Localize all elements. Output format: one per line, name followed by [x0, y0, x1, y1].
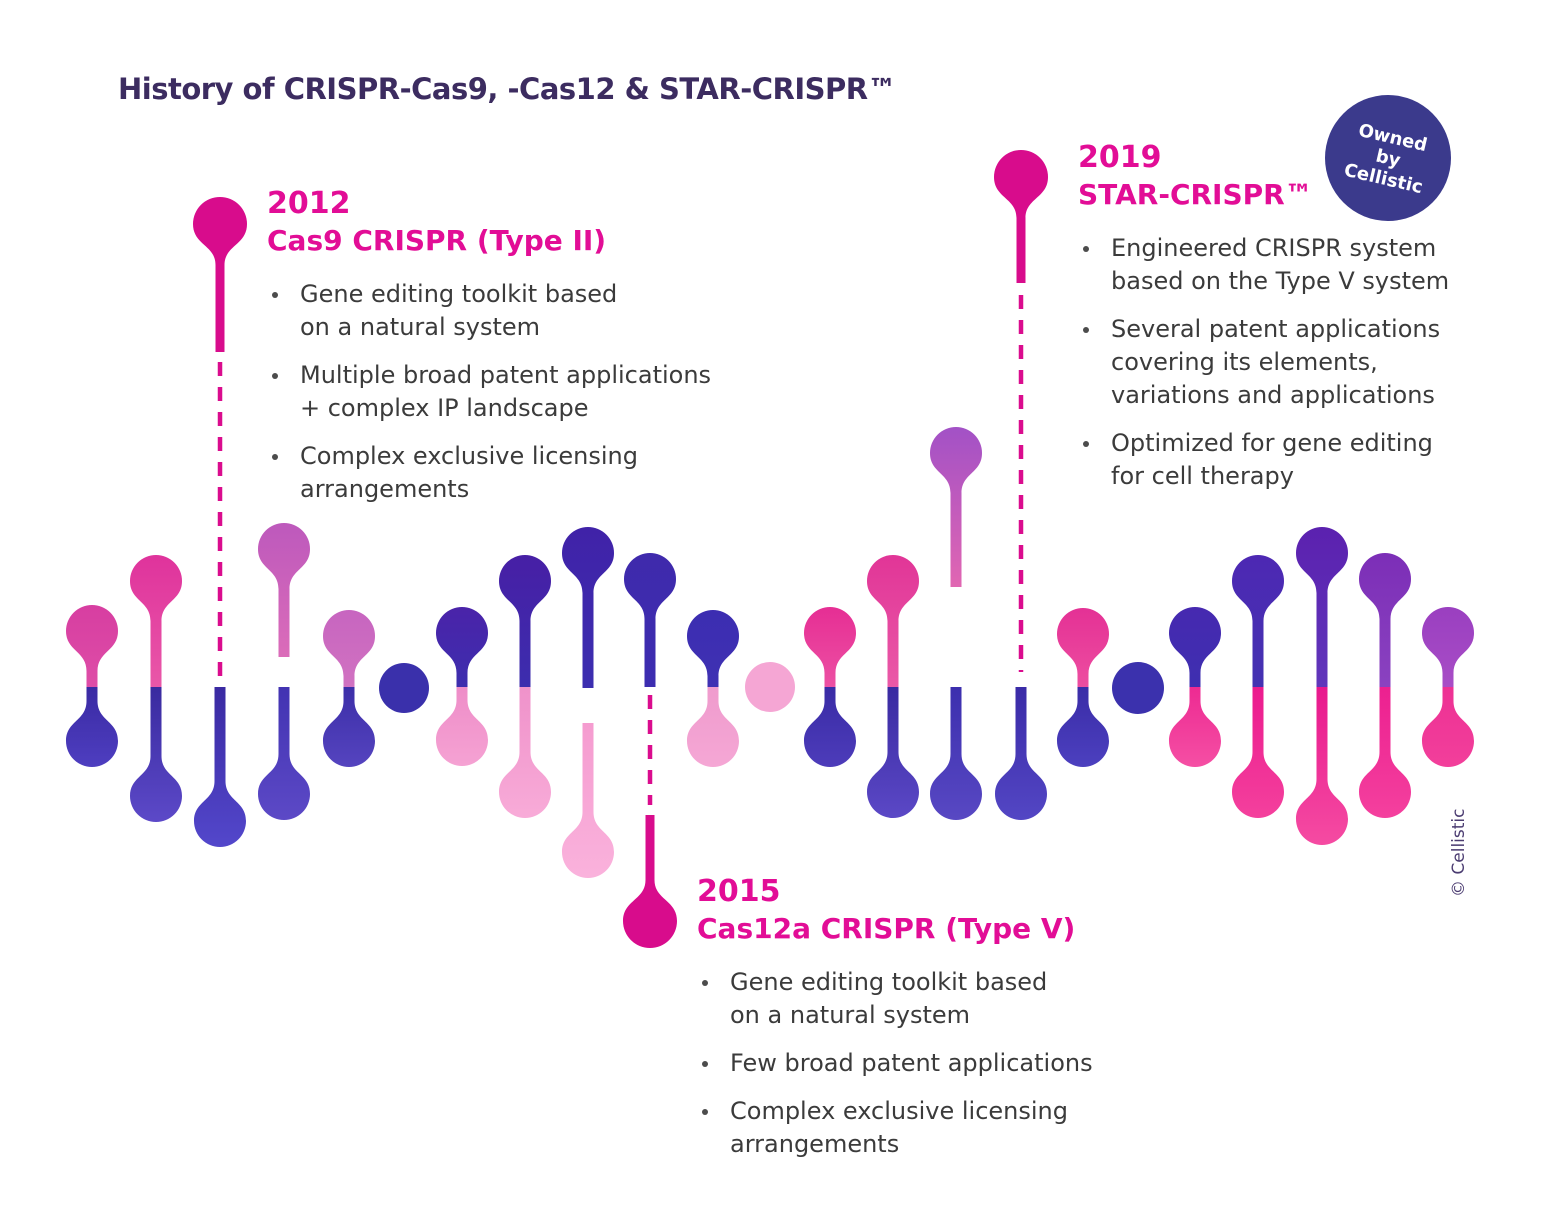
dna-top-x1385 [1359, 553, 1411, 687]
bullet-item: Optimized for gene editing for cell ther… [1078, 427, 1449, 493]
bullet-dot-icon [702, 980, 708, 986]
dna-bottom-x713 [687, 687, 739, 767]
dna-bottom-x1385 [1359, 687, 1411, 818]
bullet-line: Gene editing toolkit based [300, 280, 618, 308]
milestone-bullets: Gene editing toolkit based on a natural … [267, 278, 711, 506]
dna-top-x713 [687, 610, 739, 687]
bullet-line: Engineered CRISPR system [1111, 234, 1437, 262]
dna-bottom-x893 [867, 687, 919, 818]
milestone-year: 2015 [697, 874, 781, 909]
milestone-heading: Cas9 CRISPR (Type II) [267, 224, 607, 257]
page-title: History of CRISPR-Cas9, -Cas12 & STAR-CR… [118, 72, 897, 106]
dna-bottom-x1448 [1422, 687, 1474, 767]
dna-top-x650 [624, 553, 676, 687]
milestone-pin-x220 [193, 197, 247, 352]
copyright-text: © Cellistic [1449, 808, 1469, 898]
dna-dot-x770 [745, 662, 795, 712]
bullet-line: based on the Type V system [1111, 267, 1450, 295]
milestone-heading: Cas12a CRISPR (Type V) [697, 912, 1076, 945]
dna-top-x1448 [1422, 607, 1474, 687]
bullet-line: Gene editing toolkit based [730, 968, 1048, 996]
bullet-dot-icon [1083, 246, 1089, 252]
bullet-line: arrangements [300, 475, 470, 503]
bullet-line: + complex IP landscape [300, 394, 589, 422]
bullet-line: for cell therapy [1111, 462, 1294, 490]
dna-top-x1258 [1232, 555, 1284, 687]
dna-bottom-x156 [130, 687, 182, 822]
dna-bottom-x349 [323, 687, 375, 767]
milestone-2012: 2012 Cas9 CRISPR (Type II) Gene editing … [267, 186, 711, 521]
dna-top-x156 [130, 555, 182, 687]
dna-bottom-x462 [436, 687, 488, 766]
dna-top-x525 [499, 555, 551, 687]
bullet-line: Complex exclusive licensing [300, 442, 638, 470]
dna-bottom-x1083 [1057, 687, 1109, 767]
dna-top-x284 [258, 523, 310, 657]
milestone-pin-x1021 [994, 150, 1048, 283]
bullet-item: Gene editing toolkit based on a natural … [267, 278, 711, 344]
bullet-item: Complex exclusive licensing arrangements [267, 440, 711, 506]
dna-top-x956 [930, 427, 982, 587]
bullet-dot-icon [1083, 441, 1089, 447]
dna-bottom-x830 [804, 687, 856, 767]
bullet-dot-icon [272, 373, 278, 379]
dna-bottom-x220 [194, 687, 246, 847]
bullet-item: Gene editing toolkit based on a natural … [697, 966, 1093, 1032]
milestone-2019: 2019 STAR-CRISPR™ Engineered CRISPR syst… [1078, 140, 1449, 508]
bullet-dot-icon [702, 1109, 708, 1115]
bullet-item: Complex exclusive licensing arrangements [697, 1095, 1093, 1161]
dna-top-x1083 [1057, 608, 1109, 687]
milestone-heading: STAR-CRISPR™ [1078, 178, 1313, 211]
badge-text: Owned by Cellistic [1342, 118, 1434, 197]
bullet-line: Complex exclusive licensing [730, 1097, 1068, 1125]
dna-top-x893 [867, 555, 919, 687]
bullet-line: variations and applications [1111, 381, 1435, 409]
bullet-line: Several patent applications [1111, 315, 1441, 343]
milestone-year: 2019 [1078, 140, 1162, 175]
bullet-line: covering its elements, [1111, 348, 1378, 376]
dna-top-x1322 [1296, 527, 1348, 687]
bullet-dot-icon [1083, 327, 1089, 333]
dna-bottom-x92 [66, 687, 118, 767]
dna-bottom-x956 [930, 687, 982, 820]
milestone-bullets: Engineered CRISPR system based on the Ty… [1078, 232, 1449, 493]
bullet-line: arrangements [730, 1130, 900, 1158]
bullet-line: Optimized for gene editing [1111, 429, 1433, 457]
dna-bottom-x588 [562, 723, 614, 878]
dna-bottom-x1258 [1232, 687, 1284, 818]
dna-top-x462 [436, 607, 488, 687]
dna-top-x349 [323, 610, 375, 687]
dna-top-x830 [804, 607, 856, 687]
bullet-line: on a natural system [300, 313, 541, 341]
bullet-line: Multiple broad patent applications [300, 361, 712, 389]
milestone-pin-x650 [623, 815, 677, 948]
bullet-item: Engineered CRISPR system based on the Ty… [1078, 232, 1449, 298]
bullet-line: Few broad patent applications [730, 1049, 1093, 1077]
dna-bottom-x525 [499, 687, 551, 818]
dna-bottom-x1195 [1169, 687, 1221, 767]
bullet-dot-icon [272, 292, 278, 298]
dna-top-x588 [562, 527, 614, 688]
bullet-item: Multiple broad patent applications + com… [267, 359, 711, 425]
dna-top-x1195 [1169, 607, 1221, 687]
dna-dot-x1138 [1112, 662, 1164, 714]
milestone-year: 2012 [267, 186, 351, 221]
bullet-item: Few broad patent applications [697, 1047, 1093, 1080]
bullet-item: Several patent applications covering its… [1078, 313, 1449, 412]
bullet-dot-icon [702, 1061, 708, 1067]
bullet-dot-icon [272, 454, 278, 460]
dna-bottom-x1021 [995, 687, 1047, 820]
owned-by-cellistic-badge: Owned by Cellistic [1325, 95, 1451, 221]
dna-bottom-x1322 [1296, 687, 1348, 845]
bullet-line: on a natural system [730, 1001, 971, 1029]
dna-top-x92 [66, 605, 118, 687]
milestone-bullets: Gene editing toolkit based on a natural … [697, 966, 1093, 1161]
dna-dot-x404 [379, 663, 429, 713]
milestone-2015: 2015 Cas12a CRISPR (Type V) Gene editing… [697, 874, 1093, 1176]
dna-bottom-x284 [258, 687, 310, 820]
